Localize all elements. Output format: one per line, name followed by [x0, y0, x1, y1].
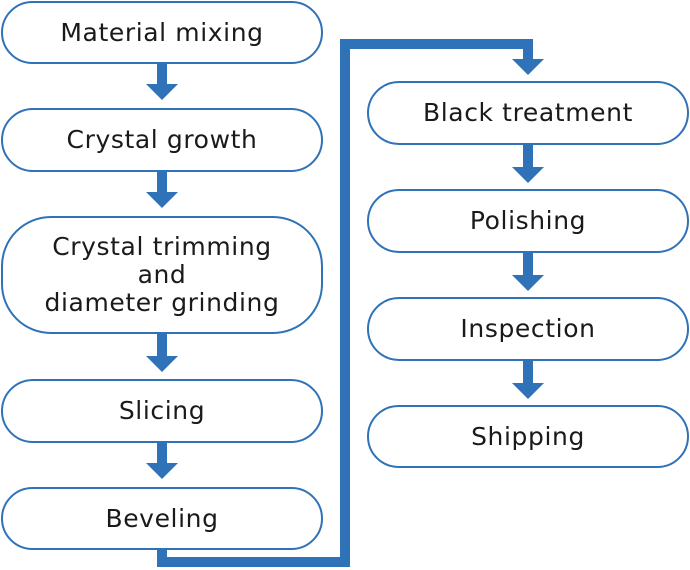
step-material-mixing: Material mixing [1, 1, 323, 64]
column-connector [157, 39, 544, 567]
step-black-treatment: Black treatment [367, 81, 689, 145]
arrow-down-2 [146, 172, 178, 208]
step-slicing: Slicing [1, 379, 323, 443]
arrow-down-5 [512, 145, 544, 183]
arrow-down-3 [146, 334, 178, 372]
arrow-down-6 [512, 253, 544, 291]
step-beveling: Beveling [1, 487, 323, 550]
step-crystal-growth: Crystal growth [1, 108, 323, 172]
arrow-down-1 [146, 64, 178, 100]
arrow-down-4 [146, 443, 178, 479]
step-shipping: Shipping [367, 405, 689, 468]
step-inspection: Inspection [367, 297, 689, 361]
step-polishing: Polishing [367, 189, 689, 253]
arrow-down-7 [512, 361, 544, 399]
step-crystal-trimming-and-diameter-grinding: Crystal trimming and diameter grinding [1, 216, 323, 334]
